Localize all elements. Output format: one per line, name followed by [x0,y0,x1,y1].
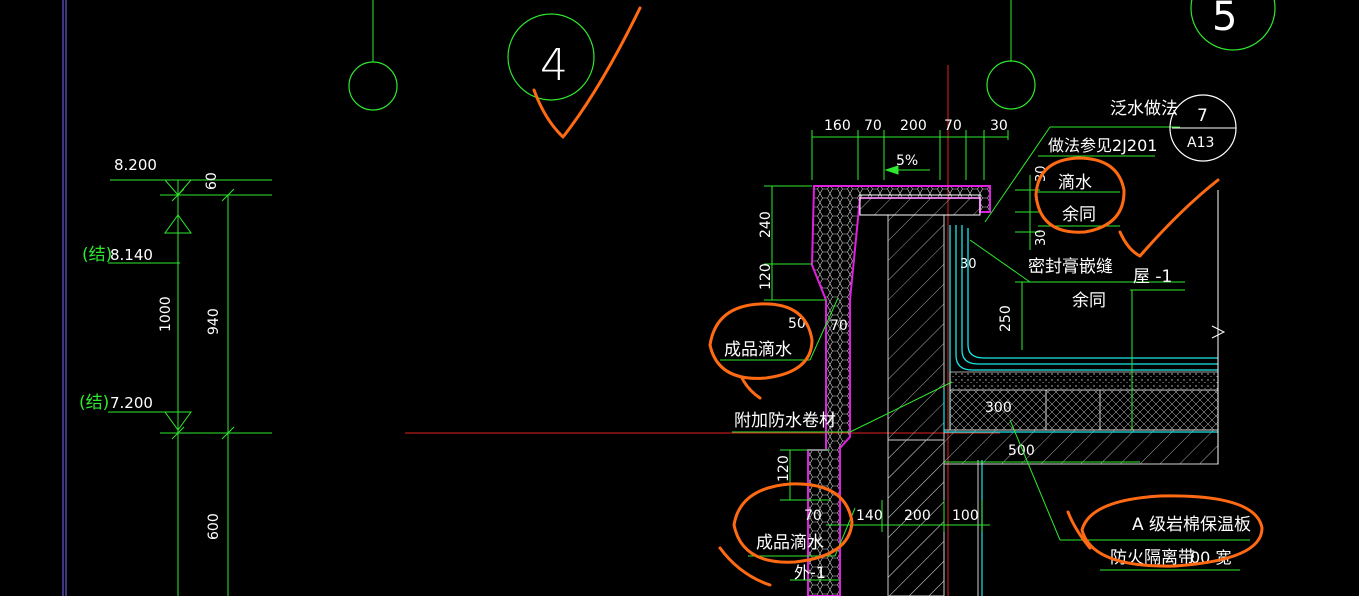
axis-bubble-4: 4 [507,13,595,101]
elevation-lower-prefix: (结) [79,393,109,413]
side-dim-30-c: 30 [960,257,977,272]
elevation-dim-940: 940 [206,308,222,335]
elevation-dim-1000: 1000 [158,296,174,332]
markup-stroke-right [1118,178,1220,258]
label-insulation: A 级岩棉保温板 [1132,515,1251,535]
elevation-upper-prefix: (结) [82,245,112,265]
label-same-mid: 余同 [1072,291,1106,311]
side-dim-140: 140 [856,508,883,524]
side-dim-50: 50 [788,316,806,332]
markup-circle-drip-bottom [732,482,854,564]
reference-number: 7 [1197,106,1208,126]
top-dim-200: 200 [900,118,927,134]
side-dim-250: 250 [998,305,1014,332]
label-drip-mid: 成品滴水 [724,340,792,360]
axis-bubble-left [348,0,398,111]
reference-sheet: A13 [1187,135,1214,151]
side-dim-30-b: 30 [1034,229,1049,246]
markup-check-stroke [532,6,642,139]
axis-bubble-mid [986,0,1036,110]
side-dim-100: 100 [952,508,979,524]
elevation-column [108,179,272,596]
elevation-struct-upper: 8.140 [110,246,153,264]
roof-layers [943,190,1226,465]
markup-circle-drip-mid [708,302,814,380]
elevation-dim-600: 600 [206,513,222,540]
axis-5-label: 5 [1212,0,1237,40]
axis-bubble-5: 5 [1190,0,1276,51]
elevation-dim-60: 60 [204,172,220,190]
elevation-struct-lower: 7.200 [110,394,153,412]
markup-tail-bottom [718,546,772,587]
label-drip-bottom: 成品滴水 [756,533,824,553]
markup-circle-drip-top [1034,156,1126,234]
label-sealant: 密封膏嵌缝 [1028,256,1113,277]
side-dim-70-a: 70 [830,318,848,334]
top-dim-70-b: 70 [944,118,962,134]
side-dim-500: 500 [1008,443,1035,459]
elevation-top: 8.200 [114,156,157,174]
side-dim-240: 240 [758,211,774,238]
top-dim-160: 160 [824,118,851,134]
reference-note: 做法参见2J201 [1048,136,1157,155]
markup-circle-insulation [1080,494,1264,568]
slope-label: 5% [896,153,918,169]
reference-title: 泛水做法 [1110,99,1178,119]
side-dim-300: 300 [985,400,1012,416]
top-dim-70-a: 70 [864,118,882,134]
orange-markup [532,6,1264,587]
top-dimension-chain [811,130,1009,180]
label-drip-top: 滴水 [1058,173,1092,193]
side-dimension-lines [764,175,1185,532]
axis-4-label: 4 [540,40,568,91]
detail-reference-symbol [1169,94,1237,162]
label-outer: 外-1 [794,563,826,582]
label-extra-membrane: 附加防水卷材 [734,411,836,431]
markup-tail-insulation [1066,510,1092,550]
leader-lines [720,126,1250,581]
side-dim-120-b: 120 [776,455,792,482]
side-dim-70-b: 70 [804,508,822,524]
side-dim-200: 200 [904,508,931,524]
label-roof: 屋 -1 [1133,267,1172,287]
top-dim-30: 30 [990,118,1008,134]
label-same-top: 余同 [1062,205,1096,225]
markup-tail-mid [740,376,762,400]
side-dim-120-a: 120 [758,263,774,290]
